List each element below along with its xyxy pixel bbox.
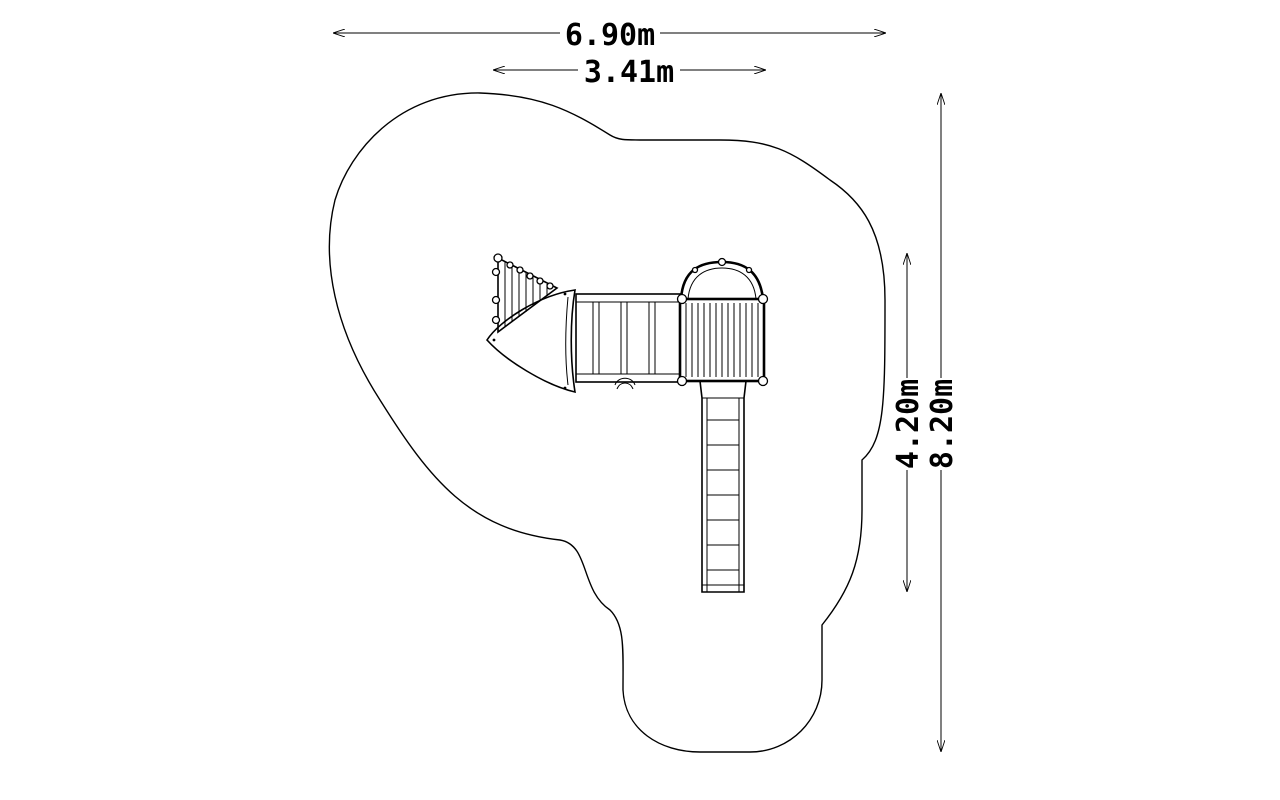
structure-width-label: 3.41m bbox=[584, 55, 674, 90]
play-structure bbox=[485, 253, 769, 593]
safety-zone-outline bbox=[328, 92, 886, 753]
curved-panel bbox=[485, 289, 576, 394]
structure-width-dimension: 3.41m bbox=[493, 55, 766, 90]
overall-width-label: 6.90m bbox=[565, 18, 655, 53]
overall-length-dimension: 8.20m bbox=[925, 93, 960, 752]
tower-roof-arch bbox=[679, 257, 765, 300]
tower-deck bbox=[676, 293, 769, 387]
overall-width-dimension: 6.90m bbox=[333, 18, 886, 53]
slide bbox=[699, 380, 747, 593]
overall-length-label: 8.20m bbox=[925, 379, 960, 469]
structure-length-dimension: 4.20m bbox=[891, 253, 926, 592]
climbing-net bbox=[491, 253, 559, 334]
bridge bbox=[575, 293, 681, 390]
structure-length-label: 4.20m bbox=[891, 379, 926, 469]
